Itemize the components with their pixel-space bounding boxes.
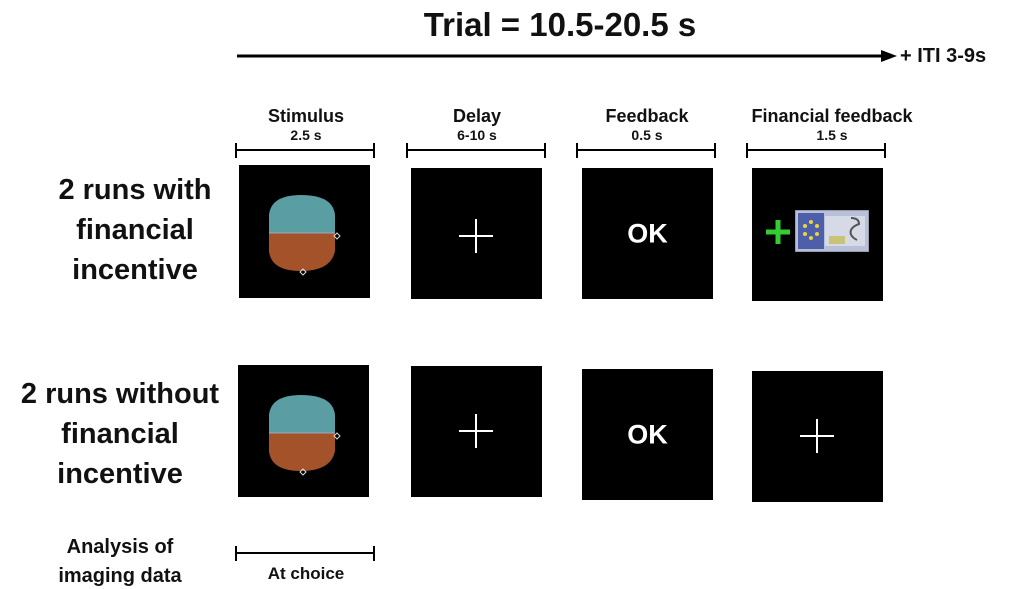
row-label-line: financial (61, 418, 179, 450)
duration-bracket-stimulus (235, 143, 375, 158)
stimulus-panel (238, 365, 369, 497)
row-label-with-incentive: 2 runs with financial incentive (10, 170, 260, 290)
analysis-window-label: At choice (267, 564, 345, 583)
green-plus-icon (766, 220, 790, 244)
analysis-label-line: Analysis of (66, 536, 174, 558)
phase-name: Feedback (605, 106, 689, 126)
delay-panel (411, 168, 542, 299)
delay-panel (411, 366, 542, 497)
row-label-line: incentive (72, 254, 198, 286)
duration-bracket-delay (406, 143, 546, 158)
phase-name: Delay (452, 106, 502, 126)
split-circle-stimulus-icon (269, 195, 341, 276)
phase-stimulus: Stimulus 2.5 s (236, 106, 376, 143)
feedback-panel: OK (582, 369, 713, 500)
analysis-label-line: imaging data (58, 565, 182, 587)
phase-delay: Delay 6-10 s (407, 106, 547, 143)
duration-bracket-feedback (576, 143, 716, 158)
analysis-label: Analysis of imaging data (40, 533, 200, 589)
row-label-line: 2 runs with (58, 174, 212, 206)
feedback-ok-text: OK (627, 218, 668, 248)
phase-feedback: Feedback 0.5 s (577, 106, 717, 143)
row-label-line: incentive (57, 458, 183, 490)
row-label-line: financial (76, 214, 194, 246)
phase-name: Stimulus (267, 106, 344, 126)
row-label-line: 2 runs without (20, 378, 220, 410)
financial-feedback-panel (752, 371, 883, 502)
euro-banknote-icon (795, 210, 869, 252)
phase-duration: 1.5 s (816, 127, 848, 143)
phase-name: Financial feedback (751, 106, 913, 126)
row-label-without-incentive: 2 runs without financial incentive (0, 374, 240, 494)
trial-title: Trial = 10.5-20.5 s (423, 6, 697, 43)
fixation-cross-icon (459, 414, 493, 448)
phase-duration: 0.5 s (631, 127, 663, 143)
duration-bracket-financial-feedback (746, 143, 886, 158)
timeline-arrow (237, 50, 897, 62)
split-circle-stimulus-icon (269, 395, 341, 476)
phase-duration: 6-10 s (457, 127, 497, 143)
analysis-window-bracket (235, 546, 375, 561)
feedback-ok-text: OK (627, 419, 668, 449)
stimulus-panel (239, 165, 370, 298)
feedback-panel: OK (582, 168, 713, 299)
phase-financial-feedback: Financial feedback 1.5 s (727, 106, 937, 143)
financial-feedback-panel (752, 168, 883, 301)
iti-label: + ITI 3-9s (900, 45, 987, 67)
phase-duration: 2.5 s (290, 127, 322, 143)
fixation-cross-icon (459, 219, 493, 253)
fixation-cross-icon (800, 419, 834, 453)
